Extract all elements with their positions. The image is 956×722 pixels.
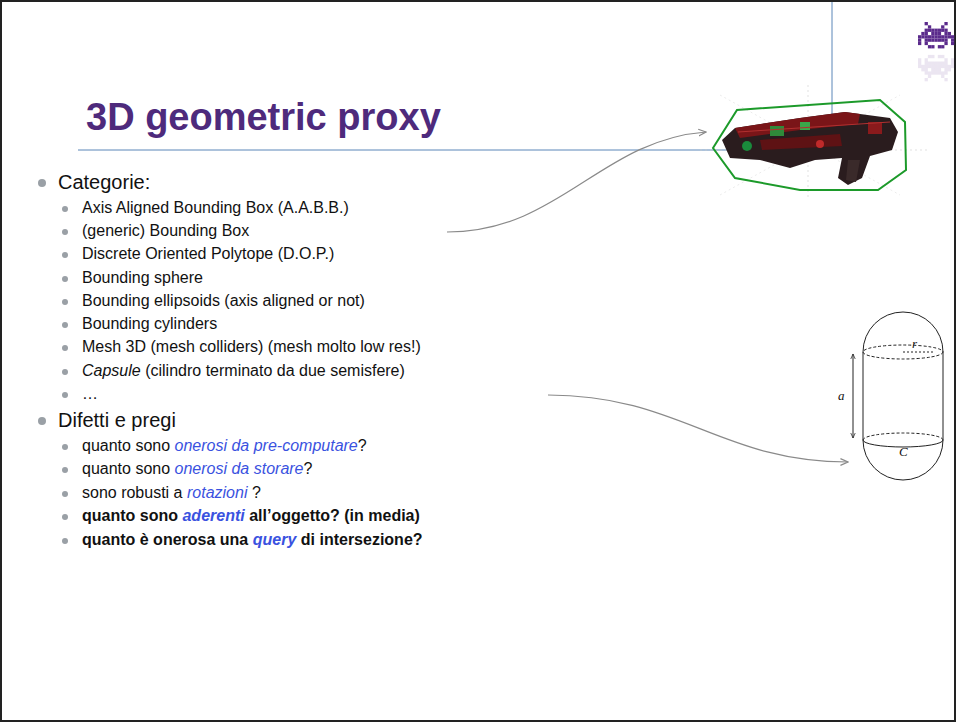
bullet-text: quanto sono — [82, 437, 170, 455]
slide-title: 3D geometric proxy — [86, 96, 441, 139]
bullet-dot — [62, 322, 68, 328]
bullet-line: quanto è onerosa una querydi intersezione… — [82, 531, 423, 549]
bullet-text: onerosi da storare — [175, 460, 304, 478]
invader-icon — [918, 22, 954, 81]
bullet-dot — [62, 538, 68, 544]
bullet-dot — [62, 491, 68, 497]
bullet-text: ? — [304, 460, 313, 478]
bullet-text: Capsule — [82, 362, 141, 380]
bullet-text: onerosi da pre-computare — [175, 437, 358, 455]
bullet-dot — [62, 444, 68, 450]
bullet-text: quanto sono — [82, 507, 178, 525]
title-rule — [78, 2, 832, 150]
bullet-text: (cilindro terminato da due semisfere) — [145, 362, 405, 380]
bullet-line: sono robusti arotazioni? — [82, 484, 261, 502]
bullet-line: Bounding ellipsoids (axis aligned or not… — [82, 292, 365, 310]
bullet-text: Bounding ellipsoids (axis aligned or not… — [82, 292, 365, 310]
bullet-dot — [62, 392, 68, 398]
bullet-text: Discrete Oriented Polytope (D.O.P.) — [82, 245, 334, 263]
bullet-text: rotazioni — [187, 484, 247, 502]
bullet-text: Difetti e pregi — [58, 409, 176, 432]
bullet-text: Categorie: — [58, 171, 150, 194]
bullet-line: Discrete Oriented Polytope (D.O.P.) — [82, 245, 334, 263]
bullet-dot — [62, 299, 68, 305]
bullet-dot — [62, 229, 68, 235]
bullet-line: quanto sono onerosi da storare? — [82, 460, 312, 478]
bullet-text: di intersezione? — [301, 531, 423, 549]
bullet-text: … — [82, 385, 98, 403]
bullet-dot — [62, 467, 68, 473]
bullet-text: quanto sono — [82, 460, 170, 478]
dimension-letter: C — [899, 444, 908, 460]
bullet-text: ? — [358, 437, 367, 455]
bullet-line: (generic) Bounding Box — [82, 222, 249, 240]
bullet-text: ? — [252, 484, 261, 502]
bullet-dot — [38, 417, 46, 425]
bullet-line: quanto sono onerosi da pre-computare? — [82, 437, 367, 455]
bullet-line: Axis Aligned Bounding Box (A.A.B.B.) — [82, 199, 349, 217]
bullet-dot — [62, 206, 68, 212]
bullet-dot — [38, 179, 46, 187]
bullet-text: quanto è onerosa una — [82, 531, 248, 549]
bullet-text: sono robusti a — [82, 484, 183, 502]
bullet-text: query — [253, 531, 297, 549]
dimension-letter: r — [912, 336, 917, 352]
bullet-dot — [62, 514, 68, 520]
bullet-line: Mesh 3D (mesh colliders) (mesh molto low… — [82, 338, 421, 356]
bullet-line: Difetti e pregi — [58, 409, 176, 432]
bullet-line: quanto sonoaderenti all’oggetto? (in medi… — [82, 507, 420, 525]
bullet-line: Bounding sphere — [82, 269, 203, 287]
leader-line — [447, 132, 848, 462]
bullet-dot — [62, 276, 68, 282]
dimension-letter: a — [838, 388, 845, 404]
bullet-text: Bounding sphere — [82, 269, 203, 287]
bullet-line: Categorie: — [58, 171, 150, 194]
bullet-line: Bounding cylinders — [82, 315, 217, 333]
bullet-dot — [62, 369, 68, 375]
bullet-text: aderenti — [182, 507, 244, 525]
bullet-text: Axis Aligned Bounding Box (A.A.B.B.) — [82, 199, 349, 217]
bullet-dot — [62, 252, 68, 258]
bullet-dot — [62, 345, 68, 351]
gun-illustration — [700, 85, 930, 200]
bullet-line: … — [82, 385, 98, 403]
bullet-text: (generic) Bounding Box — [82, 222, 249, 240]
bullet-text: Mesh 3D (mesh colliders) (mesh molto low… — [82, 338, 421, 356]
capsule-illustration — [853, 312, 943, 480]
bullet-text: Bounding cylinders — [82, 315, 217, 333]
bullet-text: all’oggetto? (in media) — [249, 507, 420, 525]
bullet-line: Capsule(cilindro terminato da due semisf… — [82, 362, 405, 380]
